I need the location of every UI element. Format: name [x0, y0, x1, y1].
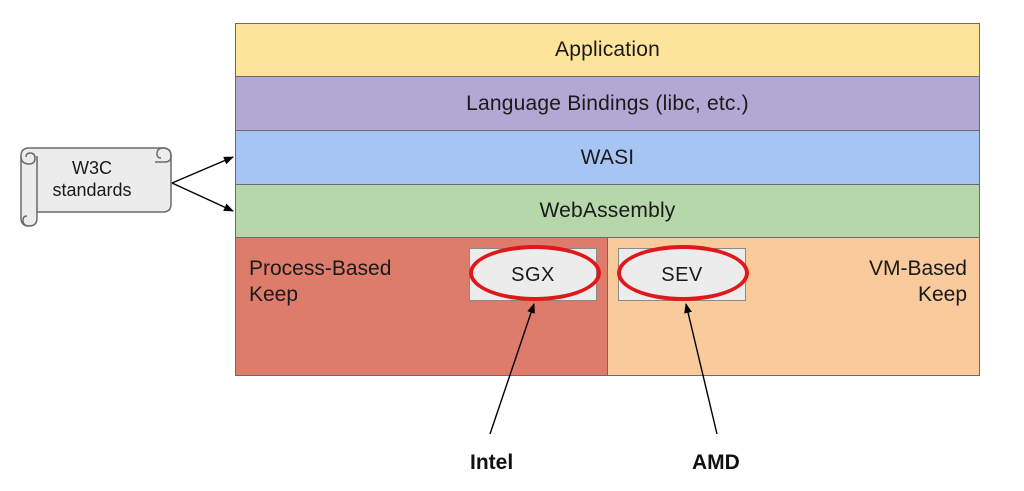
scroll-line-1: W3C — [72, 158, 112, 178]
wasi-layer-label: WASI — [580, 145, 635, 169]
scroll-line-2: standards — [52, 180, 132, 200]
sgx-highlight-ring — [469, 245, 601, 301]
process-based-keep-label: Process-Based Keep — [249, 256, 391, 308]
amd-label: AMD — [692, 451, 740, 474]
process-based-keep-line-1: Process-Based — [249, 257, 392, 280]
intel-label: Intel — [470, 451, 514, 474]
language-bindings-layer-label: Language Bindings (libc, etc.) — [466, 91, 749, 115]
process-based-keep-line-2: Keep — [249, 283, 299, 306]
language-bindings-layer: Language Bindings (libc, etc.) — [235, 77, 980, 131]
webassembly-layer-label: WebAssembly — [539, 199, 676, 222]
vm-based-keep-line-1: VM-Based — [868, 257, 967, 280]
vm-based-keep-label: VM-Based Keep — [869, 256, 967, 308]
arrow-amd-to-sev — [684, 303, 718, 435]
wasi-layer: WASI — [235, 131, 980, 185]
application-layer: Application — [235, 23, 980, 77]
application-layer-label: Application — [555, 38, 660, 61]
arrow-to-webassembly — [171, 182, 234, 212]
sev-highlight-ring — [617, 245, 749, 301]
webassembly-layer: WebAssembly — [235, 185, 980, 238]
scroll-icon — [20, 147, 172, 227]
arrow-to-wasi — [171, 156, 234, 184]
vm-based-keep-line-2: Keep — [917, 283, 967, 306]
arrow-intel-to-sgx — [489, 303, 535, 435]
w3c-standards-label: W3C standards — [22, 157, 162, 201]
